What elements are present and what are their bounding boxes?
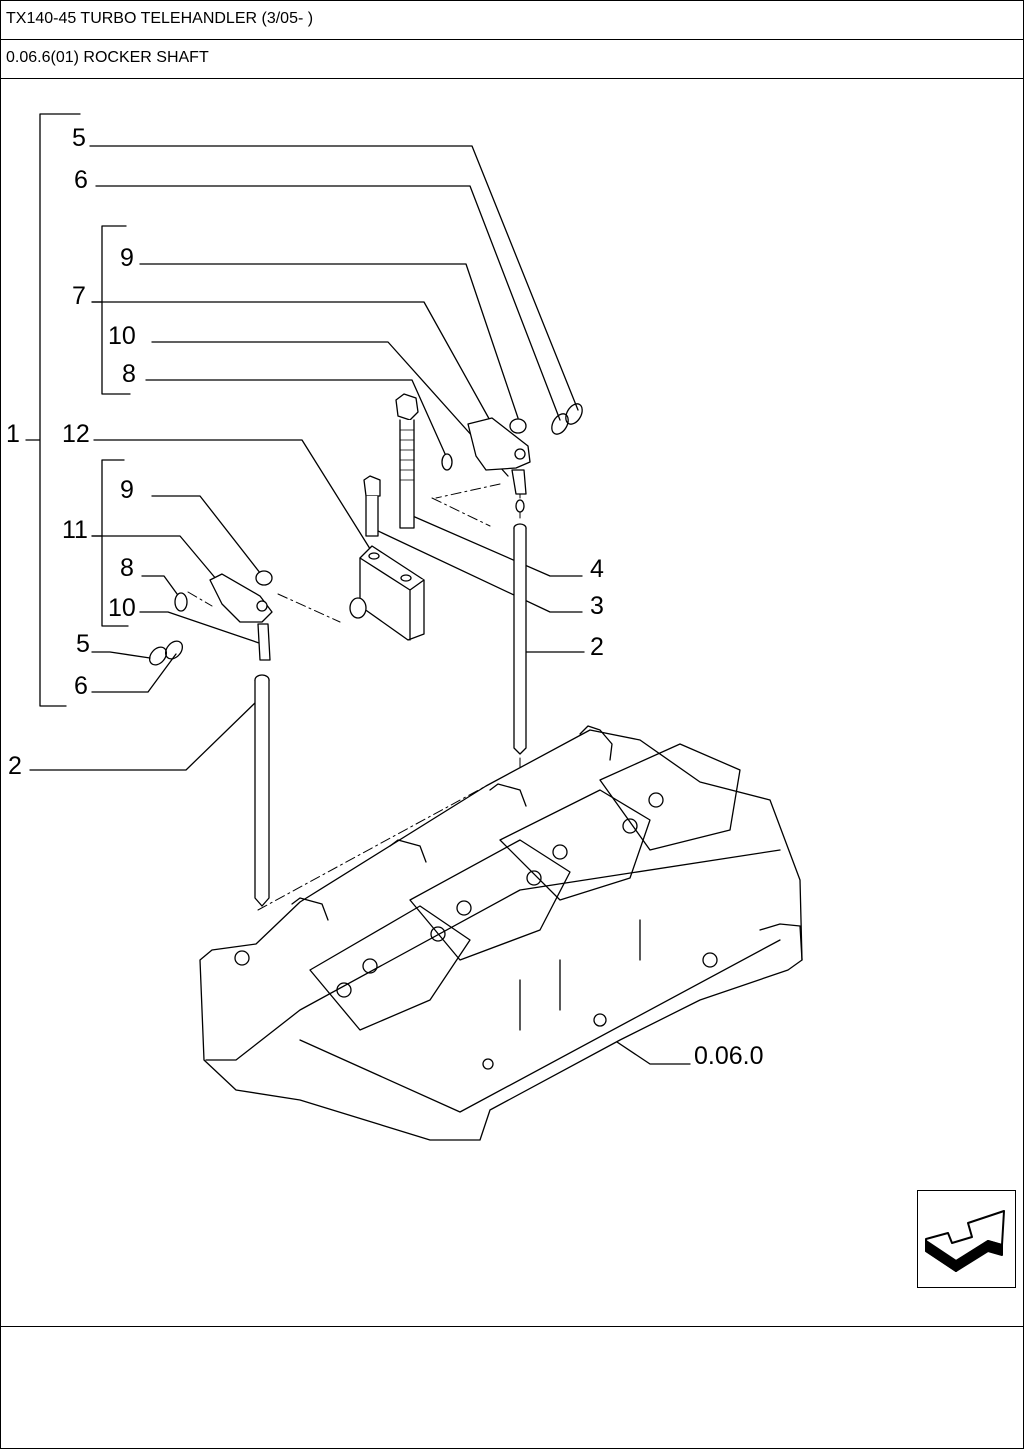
section-title: 0.06.6(01) ROCKER SHAFT	[6, 49, 209, 66]
leader-4	[407, 513, 583, 577]
leader-3	[375, 529, 583, 613]
leader-5-lower	[91, 651, 151, 659]
leader-5-upper	[89, 145, 579, 411]
lower-rocker-arm	[174, 570, 273, 661]
leader-9-lower	[151, 495, 265, 579]
model-title: TX140-45 TURBO TELEHANDLER (3/05- )	[6, 10, 314, 27]
callout-12: 12	[62, 420, 90, 448]
leader-10-upper	[151, 341, 509, 477]
callout-8-upper: 8	[122, 360, 136, 388]
callout-10-upper: 10	[108, 322, 136, 350]
callout-2-upper: 2	[590, 633, 604, 661]
callout-2-lower: 2	[8, 752, 22, 780]
callout-7: 7	[72, 282, 86, 310]
leader-9-upper	[139, 263, 519, 419]
callout-6-upper: 6	[74, 166, 88, 194]
callout-6-lower: 6	[74, 672, 88, 700]
leader-8-lower	[141, 575, 181, 599]
callout-8-lower: 8	[120, 554, 134, 582]
leader-2-lower	[29, 699, 259, 771]
exploded-parts-drawing: 5 6 9 7 10 8 1 12 9 11 8 10 5 6 2 4 3 2 …	[6, 113, 803, 1141]
push-rod-lower	[254, 674, 270, 907]
callout-5-upper: 5	[72, 124, 86, 152]
leader-8-upper	[145, 379, 447, 457]
leader-12	[93, 439, 373, 553]
leader-ref	[607, 1035, 691, 1065]
leader-6-upper	[95, 185, 561, 421]
callout-10-lower: 10	[108, 594, 136, 622]
upper-rings	[551, 403, 583, 435]
upper-rocker-arm	[441, 417, 531, 513]
leader-6-lower	[91, 653, 177, 693]
callout-5-lower: 5	[76, 630, 90, 658]
callout-reference: 0.06.0	[694, 1042, 764, 1070]
callout-9-upper: 9	[120, 244, 134, 272]
drawing-top-divider	[0, 78, 1024, 79]
leader-11	[91, 535, 223, 587]
callout-11: 11	[62, 516, 88, 544]
lower-rings	[148, 640, 184, 666]
rocker-support-block	[349, 545, 425, 641]
push-rod-upper	[513, 523, 527, 755]
cylinder-head	[199, 725, 803, 1141]
leader-7	[91, 301, 493, 425]
next-page-arrow-icon	[925, 1210, 1005, 1272]
bracket-group-1	[25, 113, 81, 707]
callout-3: 3	[590, 592, 604, 620]
bolt-3	[363, 475, 381, 537]
leader-10-lower	[139, 611, 263, 645]
header-divider	[0, 39, 1024, 40]
callout-4: 4	[590, 555, 604, 583]
next-page-button[interactable]	[917, 1190, 1016, 1288]
footer-divider	[0, 1326, 1024, 1327]
bolt-4	[395, 393, 419, 529]
callout-1: 1	[6, 420, 20, 448]
callout-9-lower: 9	[120, 476, 134, 504]
